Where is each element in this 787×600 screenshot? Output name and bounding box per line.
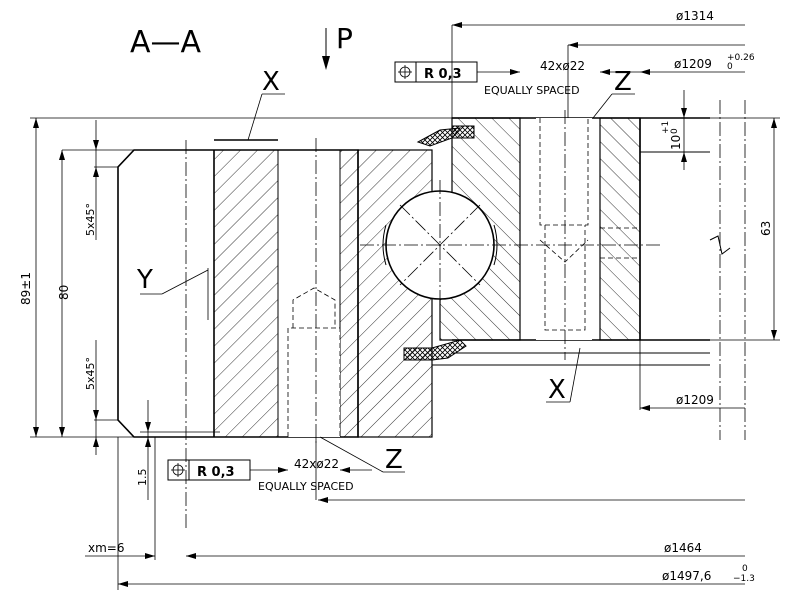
svg-text:+1: +1 xyxy=(661,121,671,134)
svg-text:+0.26: +0.26 xyxy=(727,53,755,63)
dim-offset-1.5: 1.5 xyxy=(136,400,220,500)
svg-text:0: 0 xyxy=(742,564,748,574)
view-label: P xyxy=(336,22,353,55)
svg-text:80: 80 xyxy=(57,285,71,300)
svg-text:5x45°: 5x45° xyxy=(84,357,97,390)
detail-x-bottom: X xyxy=(548,375,566,405)
dim-d1209: ø1209 xyxy=(639,340,745,411)
section-label: A—A xyxy=(130,25,202,60)
svg-text:0: 0 xyxy=(670,128,680,134)
dim-module: xm=6 xyxy=(85,437,156,590)
dim-63: 63 xyxy=(759,118,777,340)
dim-chamfer-top: 5x45° xyxy=(84,120,118,240)
svg-text:1.5: 1.5 xyxy=(136,469,149,487)
section-break xyxy=(709,100,780,440)
svg-text:xm=6: xm=6 xyxy=(88,541,124,555)
inner-bolt-hole xyxy=(287,138,341,445)
seal-bottom xyxy=(403,339,467,361)
dim-step-10: 10 +1 0 xyxy=(661,90,687,170)
top-tolerance-frame: R 0,3 xyxy=(394,61,478,83)
top-holes: 42xø22 xyxy=(540,59,585,73)
bottom-tolerance-frame: R 0,3 xyxy=(167,459,251,481)
detail-z-top: Z xyxy=(614,67,632,97)
dim-d1314: ø1314 xyxy=(451,9,745,118)
svg-text:89±1: 89±1 xyxy=(19,272,33,305)
bottom-holes: 42xø22 xyxy=(294,457,339,471)
svg-text:−1.3: −1.3 xyxy=(733,574,755,584)
dim-chamfer-bottom: 5x45° xyxy=(84,340,118,455)
svg-text:ø1497,6: ø1497,6 xyxy=(662,569,711,583)
rolling-ball xyxy=(360,180,660,310)
dim-d1209-tol: ø1209 +0.26 0 xyxy=(567,42,755,118)
dim-inner-80: 80 xyxy=(57,149,134,437)
dim-d1464: ø1464 xyxy=(186,541,745,559)
top-spacing: EQUALLY SPACED xyxy=(484,84,580,97)
svg-text:10: 10 xyxy=(669,135,683,150)
detail-z-bottom: Z xyxy=(385,445,403,475)
seal-top xyxy=(416,125,475,147)
svg-text:5x45°: 5x45° xyxy=(84,203,97,236)
bottom-tolerance-radius: R 0,3 xyxy=(197,465,235,480)
bottom-spacing: EQUALLY SPACED xyxy=(258,480,354,493)
outer-bolt-hole xyxy=(536,110,640,360)
top-tolerance-radius: R 0,3 xyxy=(424,67,462,82)
svg-text:ø1209: ø1209 xyxy=(674,57,712,71)
dim-d1497: ø1497,6 0 −1.3 xyxy=(118,564,755,587)
svg-text:0: 0 xyxy=(727,62,733,72)
dim-overall-89: 89±1 xyxy=(19,117,452,438)
detail-y: Y xyxy=(136,265,153,295)
view-direction-arrow xyxy=(322,28,330,70)
svg-text:ø1209: ø1209 xyxy=(676,393,714,407)
detail-x-top: X xyxy=(262,67,280,97)
svg-text:ø1464: ø1464 xyxy=(664,541,702,555)
svg-text:ø1314: ø1314 xyxy=(676,9,714,23)
svg-text:63: 63 xyxy=(759,221,773,236)
